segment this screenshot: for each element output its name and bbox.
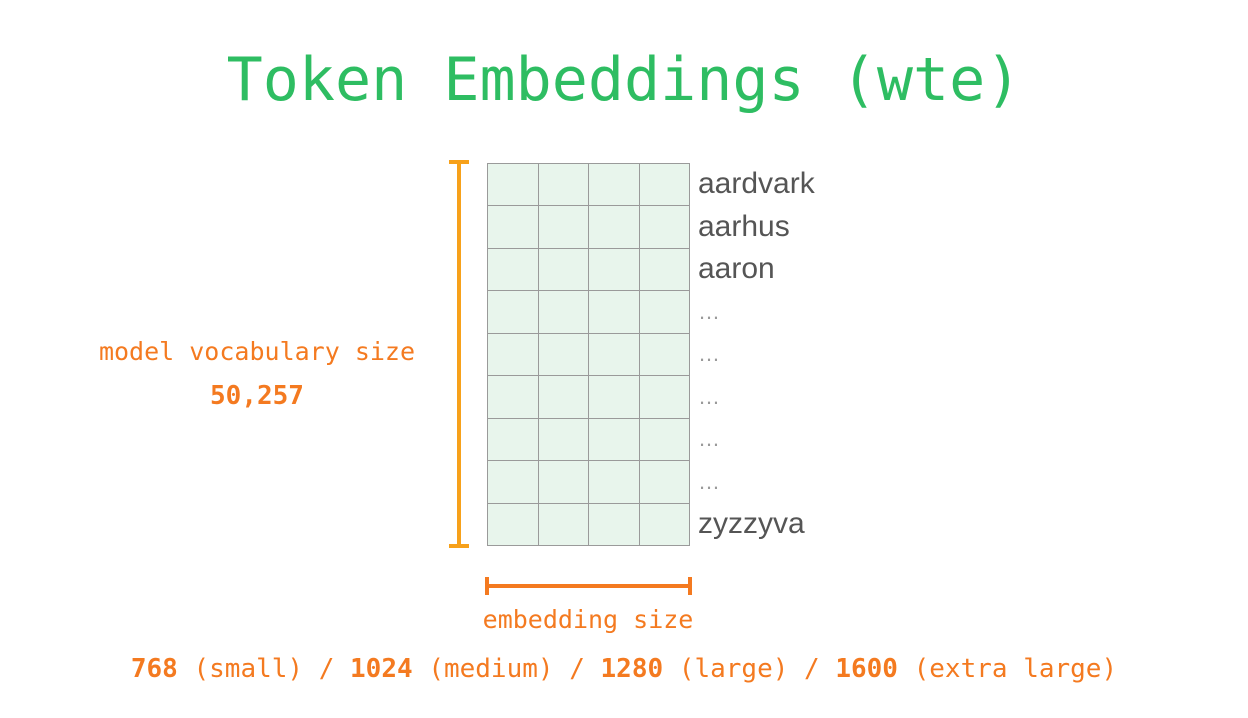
matrix-cell bbox=[589, 248, 640, 292]
matrix-cell bbox=[488, 503, 539, 546]
diagram-title: Token Embeddings (wte) bbox=[226, 45, 1022, 115]
matrix-cell bbox=[639, 206, 690, 249]
embedding-bracket-right-cap bbox=[688, 577, 692, 595]
vocab-size-value: 50,257 bbox=[210, 381, 304, 411]
size-separator: / bbox=[553, 654, 601, 684]
matrix-cell bbox=[639, 418, 690, 462]
embedding-size-label: embedding size bbox=[482, 605, 694, 634]
matrix-cell bbox=[589, 206, 640, 249]
size-value: 768 bbox=[130, 654, 178, 684]
token-ellipsis: … bbox=[698, 341, 722, 367]
matrix-cell bbox=[538, 376, 589, 419]
matrix-cell bbox=[488, 291, 539, 334]
size-value: 1280 bbox=[600, 654, 664, 684]
matrix-cell bbox=[589, 503, 640, 546]
matrix-cell bbox=[488, 333, 539, 377]
matrix-cell bbox=[488, 206, 539, 249]
matrix-cell bbox=[538, 503, 589, 546]
vocab-bracket-line bbox=[457, 162, 461, 546]
embedding-matrix bbox=[487, 163, 690, 546]
vocab-bracket-bottom-cap bbox=[449, 544, 469, 548]
token-ellipsis: … bbox=[698, 468, 722, 494]
matrix-cell bbox=[589, 164, 640, 207]
matrix-cell bbox=[639, 248, 690, 292]
matrix-cell bbox=[538, 248, 589, 292]
matrix-cell bbox=[589, 461, 640, 504]
token-ellipsis: … bbox=[698, 383, 722, 409]
matrix-cell bbox=[538, 164, 589, 207]
size-separator: / bbox=[788, 654, 836, 684]
token-label: aaron bbox=[698, 252, 775, 286]
matrix-cell bbox=[639, 461, 690, 504]
token-list: aardvark aarhus aaron … … … … … zyzzyva bbox=[698, 163, 898, 546]
size-name: (medium) bbox=[428, 654, 554, 684]
matrix-cell bbox=[538, 206, 589, 249]
matrix-cell bbox=[589, 291, 640, 334]
matrix-cell bbox=[538, 291, 589, 334]
matrix-cell bbox=[639, 164, 690, 207]
vocab-size-label: model vocabulary size bbox=[98, 337, 416, 366]
token-label: aardvark bbox=[698, 167, 815, 201]
matrix-cell bbox=[538, 418, 589, 462]
token-label: aarhus bbox=[698, 209, 790, 243]
matrix-cell bbox=[488, 164, 539, 207]
matrix-cell bbox=[589, 418, 640, 462]
matrix-cell bbox=[639, 333, 690, 377]
size-name: (small) bbox=[193, 654, 304, 684]
size-name: (extra large) bbox=[913, 654, 1118, 684]
size-value: 1600 bbox=[835, 654, 898, 684]
matrix-cell bbox=[639, 503, 690, 546]
matrix-cell bbox=[488, 461, 539, 504]
matrix-cell bbox=[589, 376, 640, 419]
token-label: zyzzyva bbox=[698, 507, 805, 541]
matrix-cell bbox=[538, 461, 589, 504]
matrix-cell bbox=[488, 418, 539, 462]
matrix-cell bbox=[639, 376, 690, 419]
token-ellipsis: … bbox=[698, 298, 722, 324]
matrix-cell bbox=[488, 248, 539, 292]
matrix-cell bbox=[639, 291, 690, 334]
embedding-bracket-line bbox=[487, 584, 690, 588]
token-ellipsis: … bbox=[698, 426, 722, 452]
size-name: (large) bbox=[678, 654, 789, 684]
matrix-cell bbox=[538, 333, 589, 377]
size-value: 1024 bbox=[350, 654, 413, 684]
matrix-cell bbox=[589, 333, 640, 377]
size-separator: / bbox=[303, 654, 351, 684]
embedding-size-options: 768 (small) / 1024 (medium) / 1280 (larg… bbox=[0, 652, 1248, 686]
matrix-cell bbox=[488, 376, 539, 419]
